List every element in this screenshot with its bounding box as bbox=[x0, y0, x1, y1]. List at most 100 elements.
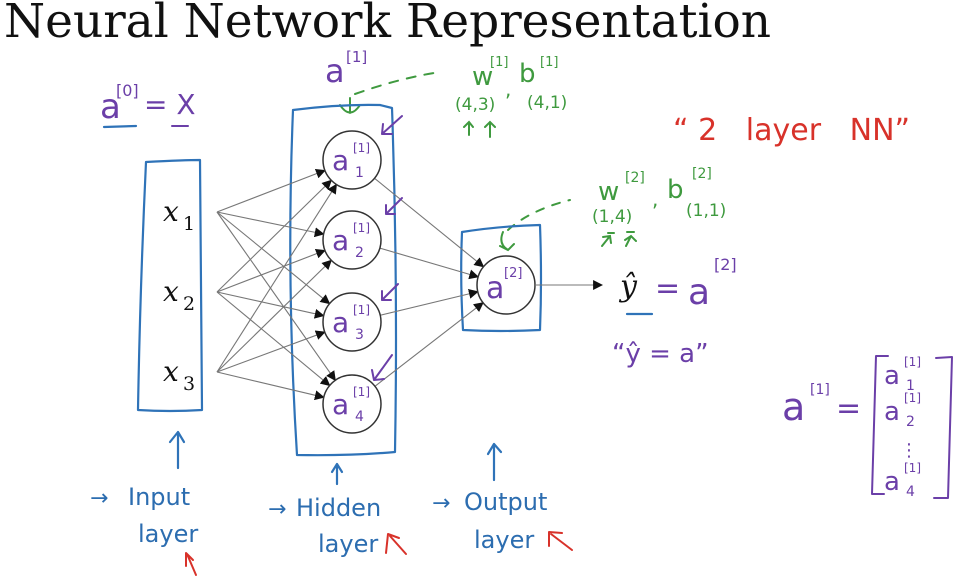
vector-lhs-sup: [1] bbox=[810, 382, 830, 398]
vector-entry-4: a bbox=[884, 467, 900, 497]
hidden-node-3-label: a bbox=[332, 306, 349, 339]
a1-vector: a [1] = a[1]1a[1]2⋮a[1]4 bbox=[782, 355, 953, 500]
yhat-equals: = bbox=[655, 271, 680, 306]
input-node-2-label: x bbox=[163, 275, 179, 308]
w1-b1-annotation: w [1] , b [1] (4,3) (4,1) bbox=[455, 55, 567, 138]
two-layer-nn-annotation: “ 2 layer NN” bbox=[673, 113, 910, 148]
hidden-node-3: a[1]3 bbox=[322, 292, 382, 352]
output-layer-red-arrow bbox=[548, 531, 573, 551]
w2-shape-arrows bbox=[601, 231, 637, 247]
yhat-rhs-sup: [2] bbox=[714, 255, 737, 274]
layer-label-line1: Output bbox=[464, 488, 547, 516]
layer-label-arrow-icon: → bbox=[90, 486, 108, 511]
vector-entry-1-sub: 1 bbox=[906, 378, 915, 394]
b1-shape: (4,1) bbox=[527, 93, 567, 113]
edge-a4-output bbox=[374, 302, 484, 387]
hidden-layer-up-arrow bbox=[330, 462, 344, 486]
vector-entry-2: a bbox=[884, 397, 900, 427]
layer-label-line1: Input bbox=[128, 483, 190, 511]
hidden-node-2: a[1]2 bbox=[322, 210, 382, 270]
vector-entries: a[1]1a[1]2⋮a[1]4 bbox=[884, 355, 921, 500]
vector-entry-4-sup: [1] bbox=[904, 461, 921, 475]
yhat-symbol: ŷ bbox=[618, 269, 638, 304]
w1-shape: (4,3) bbox=[455, 95, 495, 115]
network-edges bbox=[216, 169, 485, 401]
w2-pointer-arrowhead bbox=[499, 231, 515, 252]
hidden-node-4-sup: [1] bbox=[353, 385, 370, 399]
yhat-equation: ŷ = a [2] bbox=[618, 255, 737, 316]
vector-left-bracket bbox=[871, 355, 889, 495]
w1-sup: [1] bbox=[490, 55, 508, 70]
edge-x2-a4 bbox=[216, 291, 331, 387]
a0-equals-x-annotation: a [0] = X bbox=[100, 81, 196, 129]
hidden-node-4: a[1]4 bbox=[322, 374, 382, 434]
edge-x1-a1 bbox=[216, 169, 326, 213]
vector-entry-3: ⋮ bbox=[900, 440, 918, 461]
hidden-nodes: a[1]1a[1]2a[1]3a[1]4 bbox=[322, 130, 382, 434]
hidden-node-4-label: a bbox=[332, 388, 349, 421]
input-layer-red-arrow bbox=[185, 552, 197, 576]
edge-x3-a2 bbox=[216, 259, 332, 373]
hidden-layer-box bbox=[289, 103, 398, 457]
w2-b2-annotation: w [2] , b [2] (1,4) (1,1) bbox=[592, 166, 726, 247]
layer-label-arrow-icon: → bbox=[268, 497, 286, 522]
hidden-node-1-pointer-icon bbox=[381, 115, 403, 135]
yhat-rhs-a: a bbox=[688, 272, 710, 313]
edge-x2-a2 bbox=[216, 249, 326, 293]
edge-x3-a1 bbox=[216, 183, 337, 373]
a0-sup: [0] bbox=[116, 81, 139, 100]
edge-x3-a4 bbox=[216, 371, 325, 401]
w2-label: w bbox=[598, 177, 619, 207]
yhat-quote-annotation: “ŷ = a” bbox=[612, 339, 709, 369]
hidden-layer-red-arrow bbox=[385, 533, 407, 555]
hidden-node-1: a [1] 1 bbox=[322, 130, 382, 190]
input-node-2-sub: 2 bbox=[183, 293, 195, 315]
edge-x2-a3 bbox=[216, 291, 325, 319]
hidden-node-1-label: a bbox=[332, 144, 349, 177]
a0-underline bbox=[102, 124, 138, 129]
b2-label: b bbox=[667, 175, 684, 205]
output-node-sup: [2] bbox=[504, 266, 522, 281]
input-node-3-sub: 3 bbox=[183, 373, 195, 395]
hidden-node-2-pointer-icon bbox=[385, 197, 403, 215]
w1-label: w bbox=[472, 62, 493, 92]
vector-entry-4-sub: 4 bbox=[906, 484, 915, 500]
output-node: a [2] bbox=[476, 255, 536, 315]
output-node-label: a bbox=[486, 271, 504, 306]
edge-a2-output bbox=[379, 247, 480, 280]
output-layer-up-arrow bbox=[486, 442, 503, 482]
layer-label-line2: layer bbox=[318, 530, 378, 558]
vector-right-bracket bbox=[933, 356, 953, 499]
edge-a1-output bbox=[374, 177, 485, 268]
vector-entry-1-sup: [1] bbox=[904, 355, 921, 369]
a1-top-sup: [1] bbox=[346, 48, 367, 66]
hidden-node-1-sup: [1] bbox=[353, 141, 370, 155]
output-layer-box bbox=[460, 223, 543, 333]
hidden-node-4-pointer-icon bbox=[371, 354, 393, 381]
vector-entry-1: a bbox=[884, 361, 900, 391]
b1-label: b bbox=[519, 59, 536, 89]
hidden-node-3-pointer-icon bbox=[381, 283, 399, 301]
hidden-node-2-circle bbox=[322, 210, 382, 270]
edge-x1-a4 bbox=[216, 211, 336, 382]
hidden-node-1-sub: 1 bbox=[355, 165, 364, 181]
w1-shape-arrows bbox=[463, 120, 496, 138]
w2-comma: , bbox=[652, 187, 658, 211]
hidden-node-3-sup: [1] bbox=[353, 303, 370, 317]
vector-entry-2-sub: 2 bbox=[906, 414, 915, 430]
a1-top-base: a bbox=[325, 52, 345, 90]
layer-label-line2: layer bbox=[138, 520, 198, 548]
w1-dashed-pointer bbox=[354, 71, 441, 95]
vector-entry-2-sup: [1] bbox=[904, 391, 921, 405]
w1-comma: , bbox=[505, 77, 511, 101]
b1-sup: [1] bbox=[540, 55, 558, 70]
a1-top-annotation: a [1] bbox=[325, 48, 367, 90]
w2-sup: [2] bbox=[625, 170, 645, 186]
edge-x3-a3 bbox=[216, 330, 326, 373]
vector-equals: = bbox=[836, 391, 861, 426]
